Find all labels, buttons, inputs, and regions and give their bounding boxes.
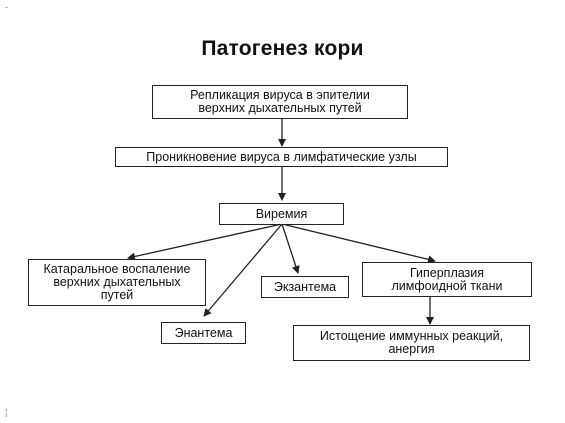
arrow-viremia-to-enanthema (203, 223, 283, 317)
box-replication: Репликация вируса в эпителии верхних дых… (152, 85, 408, 119)
diagram-title: Патогенез кори (201, 37, 364, 60)
box-exhaustion: Истощение иммунных реакций, анергия (293, 325, 530, 361)
box-penetration: Проникновение вируса в лимфатические узл… (115, 147, 448, 167)
box-enanthema-label: Энантема (174, 325, 233, 340)
box-exanthema-label: Экзантема (273, 279, 337, 294)
box-catarrh: Катаральное воспаление верхних дыхательн… (28, 259, 206, 306)
corner-mark-top: - (5, 2, 8, 12)
box-hyperplasia-label: Гиперплазия лимфоидной ткани (391, 265, 503, 293)
box-viremia: Виремия (219, 203, 344, 225)
corner-mark-bottom: ¦ (5, 407, 8, 417)
box-replication-label: Репликация вируса в эпителии верхних дых… (190, 88, 370, 115)
box-viremia-label: Виремия (255, 206, 308, 221)
box-catarrh-label: Катаральное воспаление верхних дыхательн… (43, 262, 191, 302)
box-hyperplasia: Гиперплазия лимфоидной ткани (362, 262, 532, 297)
arrow-viremia-to-hyperplasia (281, 223, 436, 264)
arrow-viremia-to-exanthema (281, 223, 300, 274)
arrow-viremia-to-catarrh (127, 223, 283, 261)
box-exhaustion-label: Истощение иммунных реакций, анергия (319, 329, 504, 356)
box-exanthema: Экзантема (261, 276, 349, 298)
box-penetration-label: Проникновение вируса в лимфатические узл… (146, 149, 417, 164)
box-enanthema: Энантема (161, 322, 246, 344)
